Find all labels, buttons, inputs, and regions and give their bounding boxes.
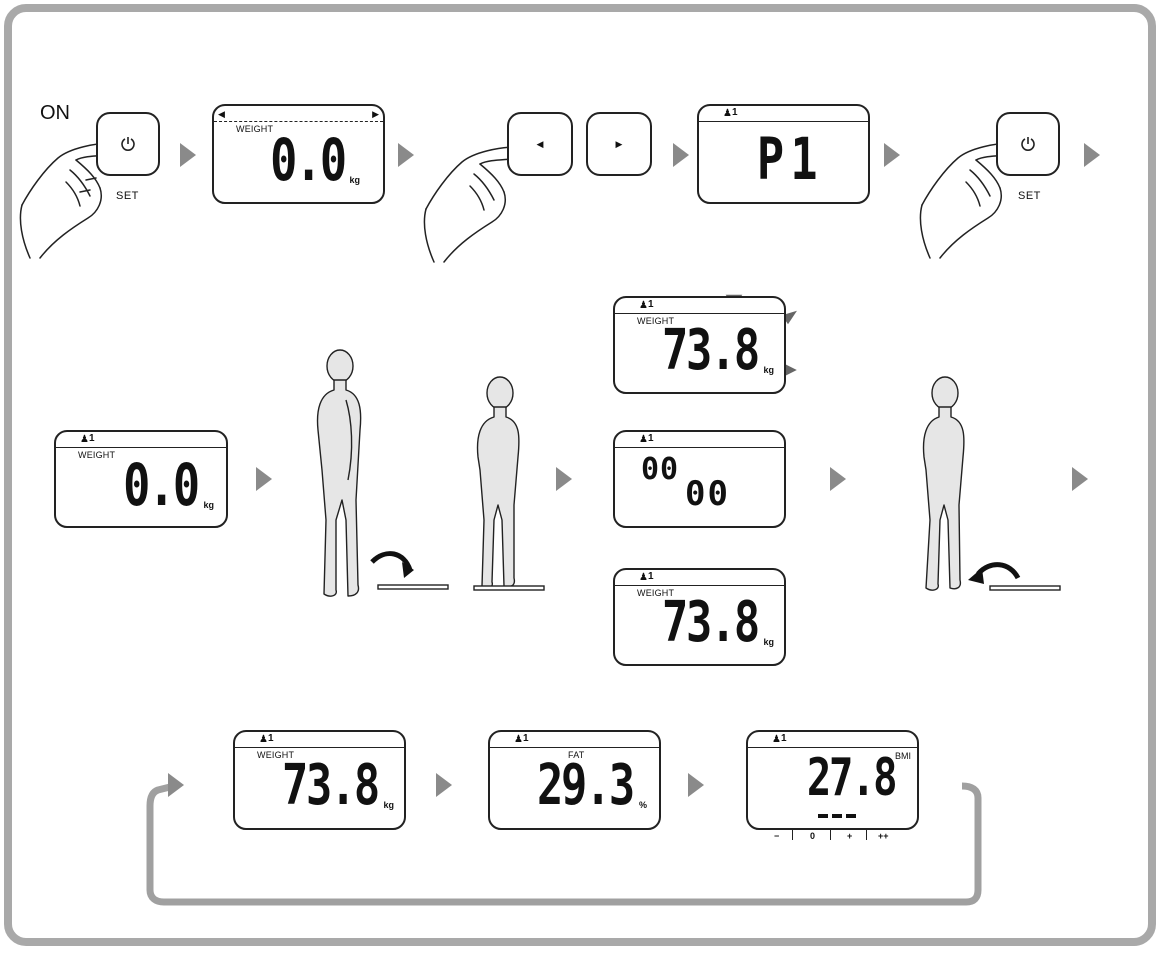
flow-arrow-icon [830, 467, 846, 491]
bmi-scale: − 0 + ++ [770, 830, 910, 842]
display-unit: kg [763, 365, 774, 375]
display-value: 29.3 [537, 753, 635, 818]
user-indicator: ♟1 [639, 571, 654, 583]
display-value: 27.8 [806, 748, 898, 808]
display-result: ♟1 WEIGHT 73.8 kg [613, 568, 786, 666]
display-bmi: ♟1 BMI 27.8 [746, 730, 919, 830]
display-weight: ♟1 WEIGHT 73.8 kg [233, 730, 406, 830]
display-unit: kg [349, 175, 360, 185]
on-label: ON [40, 102, 70, 124]
display-user-select: ♟1 P1 [697, 104, 870, 204]
person-icon: ♟ [259, 734, 268, 745]
flow-arrow-icon [256, 467, 272, 491]
display-value: 0.0 [270, 126, 347, 194]
display-label: WEIGHT [236, 124, 274, 134]
power-icon [121, 137, 135, 151]
display-value-lower: 00 [685, 474, 730, 514]
right-button[interactable]: ▶ [586, 112, 652, 176]
display-unit: kg [763, 637, 774, 647]
display-value: 73.8 [662, 590, 760, 655]
flow-arrow-icon [168, 773, 184, 797]
user-indicator: ♟1 [639, 299, 654, 311]
display-unit: kg [203, 500, 214, 510]
bmi-scale-plus: + [847, 831, 853, 841]
user-indicator: ♟1 [723, 107, 738, 119]
power-set-button[interactable] [96, 112, 160, 176]
display-value: 73.8 [282, 753, 380, 818]
bmi-scale-minus: − [774, 831, 780, 841]
user-indicator: ♟1 [639, 433, 654, 445]
display-label: WEIGHT [637, 588, 675, 598]
flow-arrow-icon [1072, 467, 1088, 491]
display-initial: ◀ ▶ WEIGHT 0.0 kg [212, 104, 385, 204]
user-indicator: ♟1 [80, 433, 95, 445]
flow-arrow-icon [436, 773, 452, 797]
display-measuring: ♟1 00 00 [613, 430, 786, 528]
person-icon: ♟ [80, 434, 89, 445]
display-label: WEIGHT [257, 750, 295, 760]
flow-arrow-icon [673, 143, 689, 167]
person-icon: ♟ [723, 108, 732, 119]
bmi-level-bars [818, 814, 860, 818]
bmi-scale-zero: 0 [810, 831, 816, 841]
flow-arrow-icon [884, 143, 900, 167]
display-label: WEIGHT [637, 316, 675, 326]
display-label: WEIGHT [78, 450, 116, 460]
user-indicator: ♟1 [514, 733, 529, 745]
display-fat: ♟1 FAT 29.3 % [488, 730, 661, 830]
left-arrow-indicator-icon: ◀ [218, 109, 225, 119]
display-ready: ♟1 WEIGHT 0.0 kg [54, 430, 228, 528]
power-icon [1021, 137, 1035, 151]
flow-arrow-icon [398, 143, 414, 167]
person-icon: ♟ [639, 300, 648, 311]
user-indicator: ♟1 [772, 733, 787, 745]
person-icon: ♟ [639, 572, 648, 583]
flow-arrow-icon [688, 773, 704, 797]
right-triangle-icon: ▶ [615, 138, 623, 149]
display-value: P1 [757, 125, 824, 193]
display-value-upper: 00 [641, 452, 680, 487]
display-unit: kg [383, 800, 394, 810]
display-flashing: ♟1 WEIGHT 73.8 kg [613, 296, 786, 394]
left-button[interactable]: ◀ [507, 112, 573, 176]
person-icon: ♟ [639, 434, 648, 445]
display-label: FAT [568, 750, 585, 760]
set-label: SET [116, 190, 139, 202]
left-triangle-icon: ◀ [536, 138, 544, 149]
display-unit: % [638, 800, 647, 810]
flow-arrow-icon [556, 467, 572, 491]
right-arrow-indicator-icon: ▶ [372, 109, 379, 119]
person-icon: ♟ [772, 734, 781, 745]
user-indicator: ♟1 [259, 733, 274, 745]
flow-arrow-icon [1084, 143, 1100, 167]
power-set-button[interactable] [996, 112, 1060, 176]
flow-arrow-icon [180, 143, 196, 167]
person-icon: ♟ [514, 734, 523, 745]
bmi-scale-plus-plus: ++ [878, 831, 889, 841]
set-label: SET [1018, 190, 1041, 202]
display-value: 73.8 [662, 318, 760, 383]
display-label: BMI [894, 751, 911, 761]
display-value: 0.0 [123, 451, 200, 519]
